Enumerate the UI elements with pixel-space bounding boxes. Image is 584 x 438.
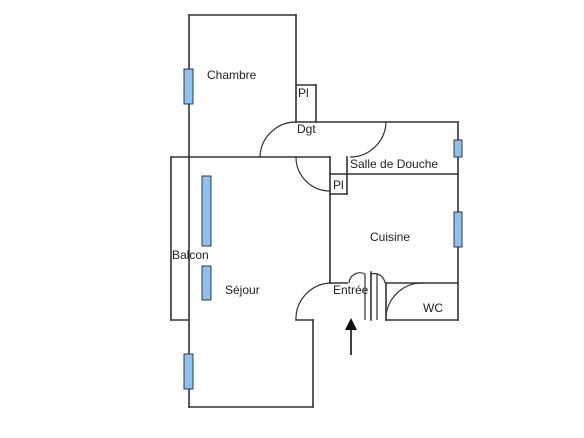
window-sejour-middle (201, 265, 212, 301)
label-chambre: Chambre (207, 68, 257, 82)
entree-sejour-door (295, 282, 331, 321)
window-sejour-bottom (183, 353, 194, 390)
douche-door (349, 121, 387, 158)
window-cuisine (453, 211, 463, 248)
label-wc: WC (423, 301, 443, 315)
chambre-door (259, 121, 297, 158)
cuisine-door-left (348, 272, 366, 284)
arrow-up-icon (345, 318, 357, 355)
label-sejour: Séjour (225, 283, 260, 297)
label-placard-1: Pl (298, 86, 309, 100)
cuisine-door-right (370, 272, 386, 284)
label-entree: Entrée (333, 283, 369, 297)
label-balcon: Balcon (172, 248, 209, 262)
label-degagement: Dgt (297, 122, 316, 136)
room-labels: Chambre Pl Dgt Salle de Douche Pl Cuisin… (172, 68, 443, 315)
label-cuisine: Cuisine (370, 230, 410, 244)
entrance-arrow-head (345, 318, 357, 330)
window-chambre (183, 68, 194, 105)
window-sejour-top (201, 175, 212, 247)
label-salle-de-douche: Salle de Douche (350, 157, 438, 171)
windows (183, 68, 463, 390)
window-douche (453, 139, 463, 158)
label-placard-2: Pl (333, 178, 344, 192)
wc-door (385, 282, 423, 321)
sejour-door (295, 156, 331, 192)
doors (259, 121, 423, 321)
